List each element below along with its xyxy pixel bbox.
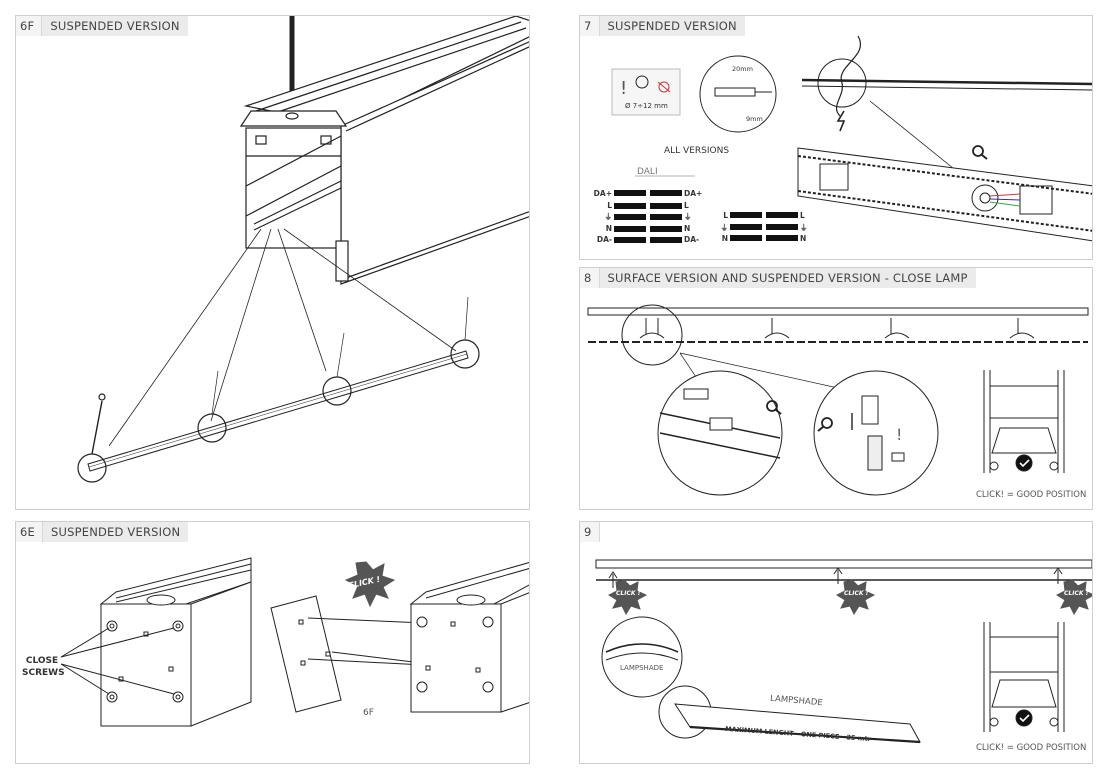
step-title: SUSPENDED VERSION [50,19,180,33]
panel-header: 6E SUSPENDED VERSION [16,522,189,542]
wire-label: DA+ [593,189,612,198]
step-number: 8 [580,268,600,288]
diameter-label: Ø 7÷12 mm [625,102,668,110]
svg-text:!: ! [620,78,627,99]
good-position-caption: CLICK! = GOOD POSITION [976,743,1087,753]
wire-label: L [800,211,805,220]
wire-label: L [684,200,689,210]
close-screws-label: CLOSE SCREWS [22,655,65,679]
suspended-profile-illustration [77,16,529,483]
panel-9: 9 [579,521,1093,764]
label-line: SCREWS [22,668,65,678]
click-badge: CLICK ! [844,590,869,597]
dali-left-labels: DA+ L ⏚ N DA- [590,188,612,246]
wire-label: N [721,234,728,243]
good-position-caption: CLICK! = GOOD POSITION [976,490,1087,500]
lampshade-small-label: LAMPSHADE [620,664,664,672]
std-left-labels: L ⏚ N [710,210,729,245]
wire-label: L [607,200,612,210]
end-cap-illustration [60,557,529,727]
wire-label: DA+ [684,189,703,198]
wire-label: N [605,223,612,233]
std-right-labels: L ⏚ N [800,210,818,245]
wiring-illustration: ! [611,35,1092,243]
wire-label: N [684,223,691,233]
svg-text:!: ! [896,425,902,444]
dali-wires [614,190,798,243]
lampshade-illustration [595,559,1092,744]
strip-bottom-label: 9mm [746,115,763,123]
wire-label: ⏚ [720,222,729,232]
strip-top-label: 20mm [732,65,753,73]
step-reference: 6F [363,708,374,718]
panel-6e: 6E SUSPENDED VERSION [15,521,530,764]
wire-label: ⏚ [604,212,613,221]
wire-label: ⏚ [684,212,692,221]
panel-header: 7 SUSPENDED VERSION [580,16,745,36]
panel-header: 8 SURFACE VERSION AND SUSPENDED VERSION … [580,268,976,288]
step-title: SUSPENDED VERSION [607,19,737,33]
click-badge: CLICK ! [616,590,641,597]
step-number: 7 [580,16,600,36]
step-number: 6E [16,522,43,542]
step-title: SUSPENDED VERSION [50,525,181,539]
panel-8: 8 SURFACE VERSION AND SUSPENDED VERSION … [579,267,1093,510]
label-line: CLOSE [25,656,59,666]
wire-label: L [723,211,728,220]
wire-label: N [800,234,807,243]
step-number: 6F [16,16,43,36]
wire-label: ⏚ [800,222,808,232]
dali-label: DALI [637,167,658,177]
wire-label: DA- [684,235,700,244]
wire-label: DA- [596,235,612,244]
dali-right-labels: DA+ L ⏚ N DA- [684,188,706,246]
panel-6f: 6F SUSPENDED VERSION [15,15,530,510]
click-badge: CLICK ! [1064,590,1089,597]
close-lamp-illustration: ! [587,304,1089,496]
panel-header: 9 [580,522,600,542]
all-versions-label: ALL VERSIONS [664,146,730,156]
panel-header: 6F SUSPENDED VERSION [16,16,188,36]
step-number: 9 [580,522,600,542]
step-title: SURFACE VERSION AND SUSPENDED VERSION - … [607,271,968,285]
panel-7: 7 SUSPENDED VERSION ! [579,15,1093,260]
